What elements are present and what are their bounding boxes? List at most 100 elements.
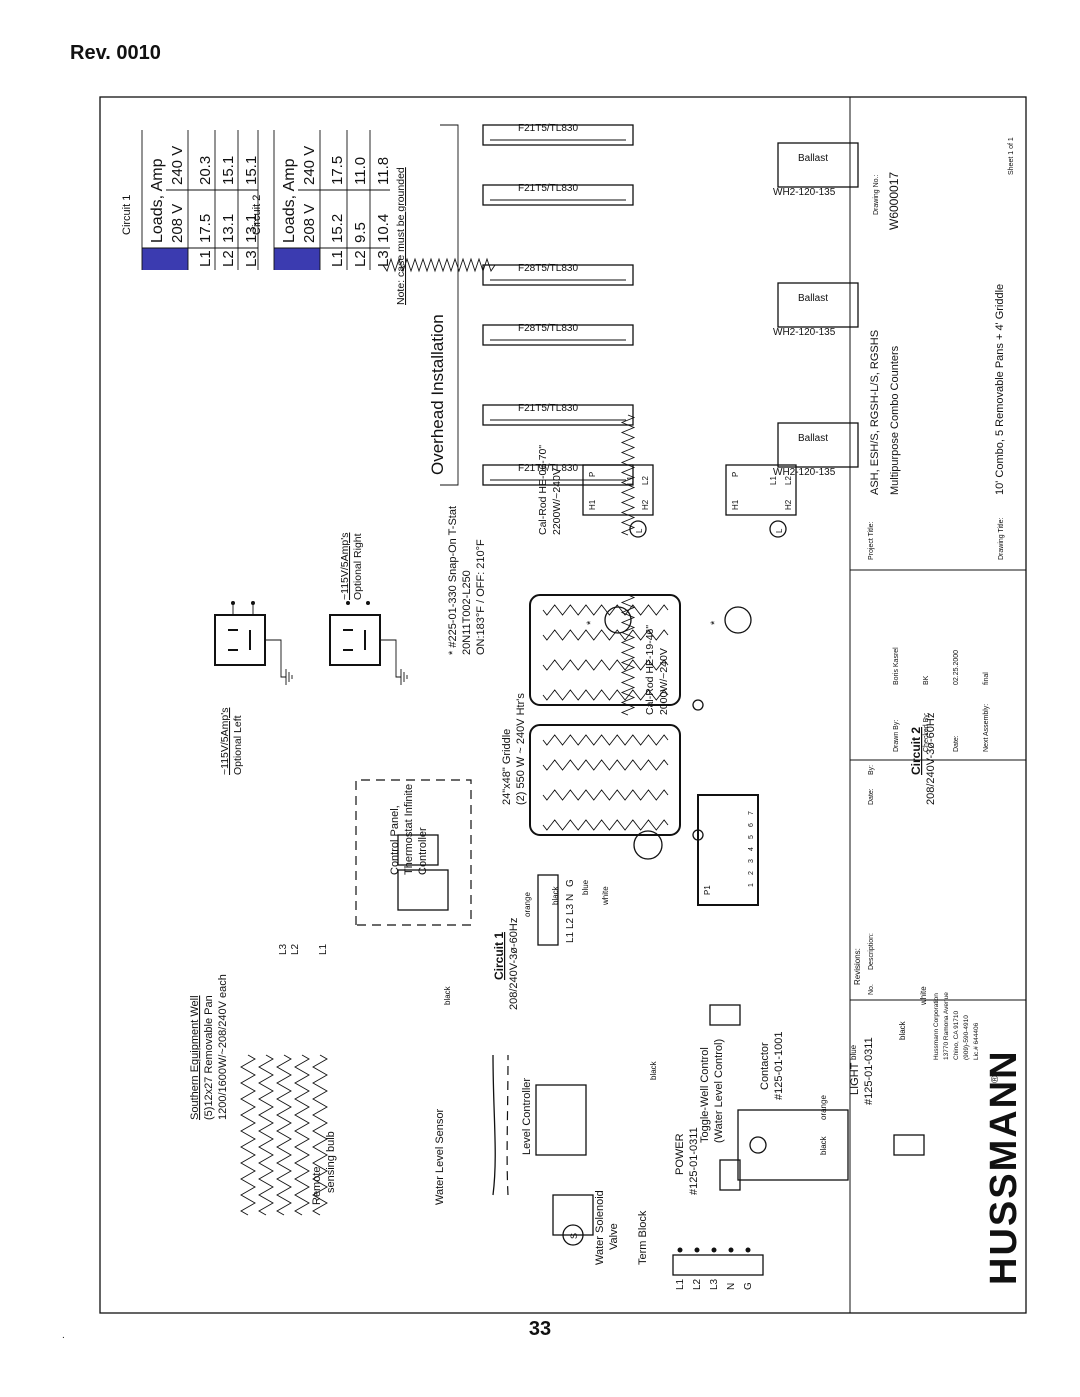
controller-pin: 6 bbox=[748, 823, 755, 827]
solenoid-line-1: Water Solenoid bbox=[594, 1190, 606, 1265]
ballast-label: Ballast bbox=[798, 153, 828, 164]
load-row-240: 15.1 bbox=[220, 156, 237, 185]
panel-thermostat bbox=[397, 834, 449, 911]
lamp-label: F28T5/TL830 bbox=[518, 263, 578, 274]
load-row-208: 9.5 bbox=[352, 222, 369, 243]
project-subtitle: Multipurpose Combo Counters bbox=[889, 345, 901, 495]
receptacle-left bbox=[214, 601, 293, 685]
svg-text:Drawn By:: Drawn By: bbox=[893, 720, 900, 752]
hussmann-logo: HUSSMANN bbox=[983, 1049, 1025, 1285]
circuit-1-terminal: L1 bbox=[565, 931, 576, 943]
well-heater-coil bbox=[276, 1054, 292, 1216]
solenoid-valve-icon bbox=[562, 1224, 584, 1246]
svg-text:S: S bbox=[569, 1233, 579, 1239]
control-panel-line-2: Thermostat Infinite bbox=[403, 784, 415, 875]
svg-text:L1: L1 bbox=[626, 476, 635, 485]
calrod-2-rating: 2000W/~240V bbox=[658, 648, 670, 715]
receptacle-right-rating: ~115V/5Amp's bbox=[339, 533, 351, 600]
level-controller-label: Level Controller bbox=[521, 1078, 533, 1155]
control-panel-outline bbox=[355, 779, 472, 926]
load-row-line: L1 bbox=[197, 250, 214, 267]
svg-text:white: white bbox=[919, 986, 928, 1006]
contactor-part: #125-01-1001 bbox=[773, 1031, 785, 1100]
toggle-line-1: Toggle-Well Control bbox=[699, 1047, 711, 1143]
griddle-line-2: (2) 550 W ~ 240V Htr's bbox=[515, 693, 527, 805]
griddle-coil bbox=[542, 789, 669, 801]
drawing-border bbox=[99, 96, 1027, 1314]
load-row-240: 11.8 bbox=[375, 157, 392, 185]
term-block-terminal: G bbox=[743, 1282, 754, 1290]
calrod-heater-2: Cal-Rod HE-19-46" 2000W/~240V bbox=[644, 625, 670, 715]
load-row-208: 13.1 bbox=[243, 214, 260, 243]
revisions-label: Revisions: bbox=[853, 948, 862, 985]
water-level-sensor-label: Water Level Sensor bbox=[434, 1108, 446, 1205]
load-row-240: 17.5 bbox=[329, 156, 346, 185]
ballast-label: Ballast bbox=[798, 433, 828, 444]
circuit-1-title: Circuit 1 bbox=[492, 932, 506, 980]
light-label: LIGHT bbox=[849, 1062, 861, 1095]
control-panel-label: Control Panel, Thermostat Infinite Contr… bbox=[389, 784, 429, 875]
page-number: 33 bbox=[528, 1318, 552, 1340]
southern-well-line-3: 1200/1600W/~208/240V each bbox=[217, 974, 229, 1120]
lamp-label: F21T5/TL830 bbox=[518, 463, 578, 474]
col-208v-2: 208 V bbox=[301, 204, 318, 243]
page-mark: . bbox=[62, 1330, 65, 1341]
svg-text:P1: P1 bbox=[703, 885, 712, 895]
loads-title-2: Loads, Amp bbox=[281, 158, 298, 243]
ground-note: Note: case must be grounded bbox=[395, 167, 407, 305]
circuit-2-title: Circuit 2 bbox=[909, 727, 923, 775]
circuit-1-label: Circuit 1 bbox=[121, 195, 133, 235]
svg-text:black: black bbox=[551, 885, 560, 905]
svg-text:L2: L2 bbox=[290, 943, 301, 955]
southern-well-line-1: Southern Equipment Well bbox=[189, 995, 201, 1120]
fluorescent-lamp: F28T5/TL830 bbox=[482, 323, 634, 346]
snap-on-thermostats: * * bbox=[585, 606, 752, 634]
svg-text:02.25.2000: 02.25.2000 bbox=[953, 650, 960, 685]
circuit-1-terminal: L2 bbox=[565, 917, 576, 929]
col-208v: 208 V bbox=[169, 204, 186, 243]
receptacle-right-label: Optional Right bbox=[352, 533, 364, 600]
griddle-coils bbox=[542, 604, 669, 831]
snap-on-model: 20N11T002-L250 bbox=[461, 570, 473, 655]
infinite-switch-knob-icon bbox=[633, 830, 663, 860]
griddle-coil bbox=[542, 734, 669, 746]
svg-text:L1: L1 bbox=[769, 476, 778, 485]
company-line: Lic.# 644406 bbox=[973, 1022, 980, 1060]
load-row-208: 15.2 bbox=[329, 214, 346, 243]
light-part: #125-01-0311 bbox=[863, 1037, 875, 1105]
circuit-1-terminal: L3 bbox=[565, 903, 576, 915]
loads-title: Loads, Amp bbox=[149, 158, 166, 243]
light-switch-icon bbox=[893, 1134, 925, 1156]
svg-text:orange: orange bbox=[819, 1095, 828, 1120]
toggle-switch-icon bbox=[709, 1004, 741, 1026]
toggle-line-2: (Water Level Control) bbox=[713, 1039, 725, 1143]
receptacle-left-rating: ~115V/5Amp's bbox=[219, 708, 231, 775]
svg-text:Next Assembly:: Next Assembly: bbox=[983, 704, 990, 752]
snap-on-tstat-note: * #225-01-330 Snap-On T-Stat 20N11T002-L… bbox=[447, 506, 487, 655]
svg-text:blue: blue bbox=[581, 879, 590, 895]
lamp-label: F21T5/TL830 bbox=[518, 183, 578, 194]
power-label: POWER bbox=[674, 1133, 686, 1175]
term-block-strip bbox=[672, 1254, 764, 1276]
svg-text:Boris Kasrel: Boris Kasrel bbox=[893, 647, 900, 685]
loads-header-swatch bbox=[142, 248, 188, 270]
lamp-label: F21T5/TL830 bbox=[518, 123, 578, 134]
svg-text:orange: orange bbox=[523, 892, 532, 917]
load-row-line: L3 bbox=[375, 250, 392, 267]
snap-on-tstat-1-icon bbox=[604, 606, 632, 634]
contactor-label: Contactor bbox=[759, 1042, 771, 1090]
calrod-2-name: Cal-Rod HE-19-46" bbox=[644, 625, 656, 715]
relay-2-box bbox=[725, 464, 797, 516]
overhead-title: Overhead Installation bbox=[428, 314, 447, 475]
load-row-240: 20.3 bbox=[197, 156, 214, 185]
loads-table-circuit-2: Circuit 2 Loads, Amp 208 V 240 V L115.21… bbox=[251, 130, 392, 270]
svg-text:Project Title:: Project Title: bbox=[868, 521, 875, 560]
svg-text:By:: By: bbox=[868, 765, 875, 775]
controller-pin: 1 bbox=[748, 883, 755, 887]
drawing-title: 10' Combo, 5 Removable Pans + 4' Griddle bbox=[994, 284, 1006, 495]
svg-text:P: P bbox=[731, 472, 740, 477]
controller-pin: 2 bbox=[748, 871, 755, 875]
drawing-number: W6000017 bbox=[887, 172, 901, 230]
